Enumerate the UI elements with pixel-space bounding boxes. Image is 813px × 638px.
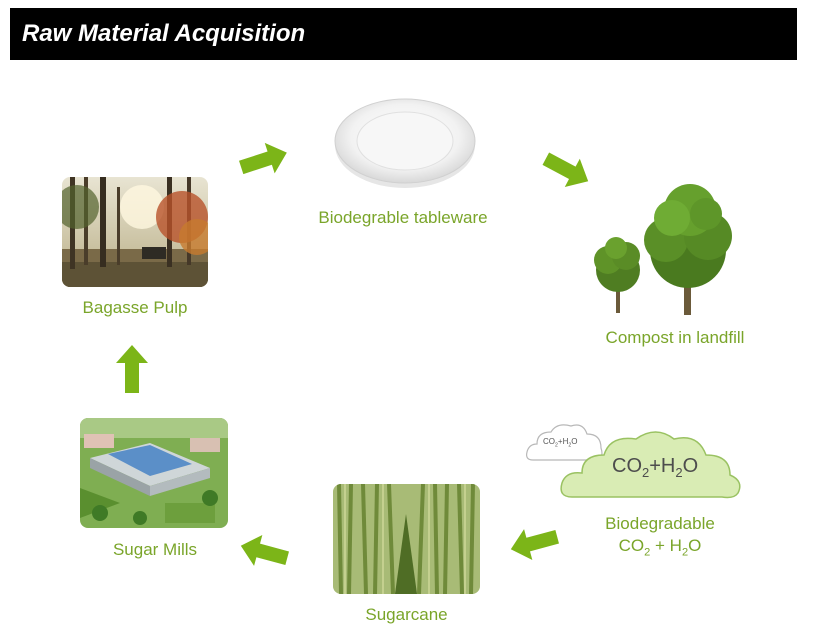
trees-icon [586, 180, 746, 320]
compost-label: Compost in landfill [605, 328, 745, 347]
arrow-icon [506, 521, 562, 565]
arrow-icon [540, 148, 594, 192]
arrow-icon [236, 530, 292, 574]
small-cloud-text: CO2+H2O [543, 437, 578, 449]
cloud-icon [525, 420, 605, 465]
forest-photo [62, 177, 208, 287]
arrow-icon [112, 342, 152, 396]
sugarcane-photo [333, 484, 480, 594]
sugarcane-label: Sugarcane [365, 605, 448, 624]
plate-icon [333, 95, 478, 190]
pulp-label: Bagasse Pulp [82, 298, 188, 317]
biodegradable-label: Biodegradable CO2 + H2O [582, 513, 738, 563]
tableware-label: Biodegrable tableware [318, 208, 488, 227]
biodegradable-line2: CO2 + H2O [618, 536, 702, 559]
big-cloud-text: CO2+H2O [612, 455, 699, 480]
title-bar: Raw Material Acquisition [10, 8, 797, 60]
factory-photo [80, 418, 228, 528]
biodegradable-line1: Biodegradable [605, 514, 715, 533]
arrow-icon [237, 140, 291, 180]
mills-label: Sugar Mills [112, 540, 198, 559]
page-title: Raw Material Acquisition [22, 20, 306, 47]
cloud-icon [558, 425, 744, 503]
